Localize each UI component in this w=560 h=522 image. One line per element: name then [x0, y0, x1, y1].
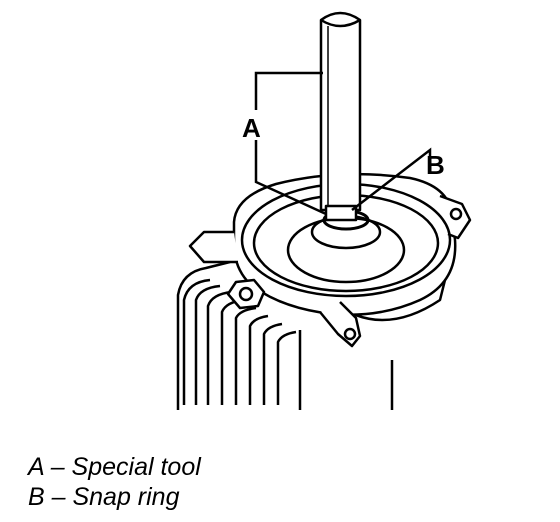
- callout-a-leader: [254, 71, 327, 216]
- legend-item-a: A – Special tool: [28, 453, 201, 481]
- callout-a-label: A: [242, 113, 261, 143]
- legend: A – Special tool B – Snap ring: [28, 452, 548, 512]
- callout-leaders: [254, 71, 432, 216]
- transmission-housing: [176, 11, 472, 410]
- technical-illustration: A B: [176, 11, 472, 410]
- callout-b-leader: [351, 147, 432, 211]
- callout-b-label: B: [426, 150, 445, 180]
- legend-item-b: B – Snap ring: [28, 483, 180, 511]
